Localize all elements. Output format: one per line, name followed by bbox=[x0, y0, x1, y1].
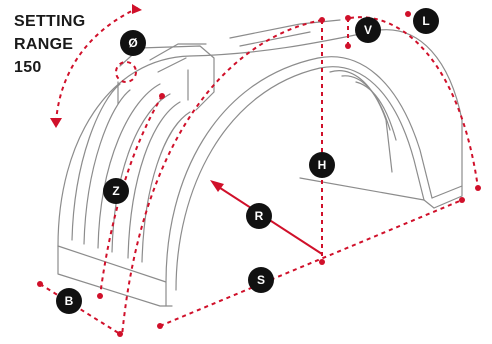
badge-h: H bbox=[309, 152, 335, 178]
badge-diameter: Ø bbox=[120, 30, 146, 56]
outer-span-arc bbox=[121, 19, 323, 337]
badge-s: S bbox=[248, 267, 274, 293]
mudguard-outline bbox=[57, 19, 463, 307]
badge-l: L bbox=[413, 8, 439, 34]
setting-range-line3: 150 bbox=[14, 59, 42, 76]
setting-range-arrowheads bbox=[50, 4, 142, 128]
setting-range-line2: RANGE bbox=[14, 36, 74, 53]
setting-range-line1: SETTING bbox=[14, 13, 86, 30]
setting-range-arc bbox=[55, 7, 139, 123]
badge-z: Z bbox=[103, 178, 129, 204]
badge-b: B bbox=[56, 288, 82, 314]
badge-v: V bbox=[355, 17, 381, 43]
b-dimension-line bbox=[39, 283, 121, 335]
dimension-endpoints bbox=[37, 11, 481, 337]
diameter-circle bbox=[115, 61, 137, 83]
s-dimension-line bbox=[159, 199, 463, 327]
badge-r: R bbox=[246, 203, 272, 229]
